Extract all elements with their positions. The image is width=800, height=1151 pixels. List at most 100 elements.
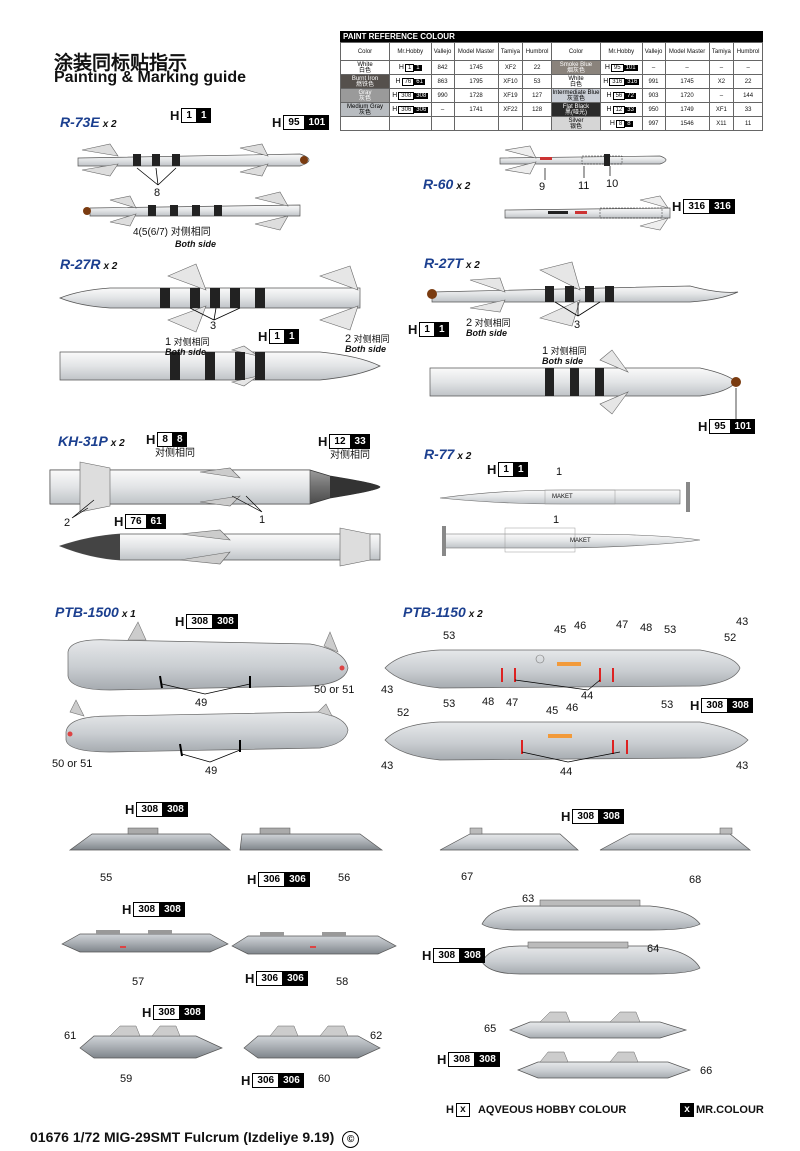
kh31p-label-2: 2 bbox=[64, 517, 71, 529]
r73e-label-8: 8 bbox=[154, 187, 161, 199]
r73e-missile-bottom bbox=[83, 191, 301, 231]
pylon-56 bbox=[239, 827, 384, 851]
paint-table-title: PAINT REFERENCE COLOUR bbox=[340, 31, 763, 42]
ptb1150-label-45-b: 45 bbox=[546, 705, 559, 717]
ptb1150-label-48-b: 48 bbox=[482, 696, 495, 708]
pylon-label-56: 56 bbox=[338, 872, 351, 884]
ptb1150-label-53-b: 53 bbox=[664, 624, 677, 636]
paint-vallejo: 997 bbox=[641, 116, 666, 131]
r77-marking-top: MAKET bbox=[552, 494, 573, 500]
ptb1150-label-43-d: 43 bbox=[736, 760, 749, 772]
kh31p-missile-top bbox=[49, 461, 381, 513]
paint-color-name: Silver bbox=[568, 117, 584, 124]
kh31p-missile-bottom bbox=[58, 527, 381, 567]
paint-color-cn: 白色 bbox=[569, 81, 582, 88]
paint-color-cn: 灰蓝色 bbox=[566, 95, 585, 102]
ptb1150-tank-top bbox=[384, 649, 741, 689]
ptb1150-label-44-b: 44 bbox=[560, 766, 573, 778]
paint-color-name: Intermediate Blue bbox=[552, 89, 600, 96]
pylon-66 bbox=[517, 1051, 692, 1079]
copyright-icon: © bbox=[342, 1131, 360, 1148]
paint-color-name: White bbox=[357, 61, 373, 68]
ptb1500-label-5051-bottom: 50 or 51 bbox=[52, 758, 93, 770]
paint-mm: 1795 bbox=[453, 74, 499, 89]
paint-c-code: 308 bbox=[414, 92, 429, 99]
r27t-label-3: 3 bbox=[574, 319, 581, 331]
pylon-label-63: 63 bbox=[522, 893, 535, 905]
kh31p-note-cn-2: 对侧相同 bbox=[330, 450, 370, 461]
ptb1150-tank-bottom bbox=[384, 721, 749, 761]
pylon-label-55: 55 bbox=[100, 872, 113, 884]
ptb1150-label-53-d: 53 bbox=[661, 699, 674, 711]
paint-color-name: White bbox=[568, 75, 584, 82]
ptb1150-label-43-b: 43 bbox=[381, 684, 394, 696]
paint-c-code: 1 bbox=[414, 64, 422, 71]
paint-tamiya: X11 bbox=[708, 116, 735, 131]
paint-color-name: Flat Black bbox=[562, 103, 590, 110]
pylon-label-64: 64 bbox=[647, 943, 660, 955]
pylon-67 bbox=[439, 827, 579, 851]
r77-label-1-top: 1 bbox=[556, 466, 563, 478]
paint-h-code: 308 bbox=[398, 91, 415, 100]
r77-missile-top bbox=[439, 482, 690, 512]
kh31p-label-1: 1 bbox=[259, 514, 266, 526]
pylon-label-60: 60 bbox=[318, 1073, 331, 1085]
pylon-58 bbox=[231, 932, 397, 955]
paint-color-cn: 银色 bbox=[569, 123, 582, 130]
paint-h-code: 95 bbox=[610, 63, 624, 72]
pylon-65 bbox=[509, 1011, 688, 1039]
paint-cell-empty bbox=[430, 116, 455, 131]
ptb1500-tank-top bbox=[67, 621, 349, 691]
legend-aqueous: H x AQVEOUS HOBBY COLOUR bbox=[446, 1103, 627, 1117]
r27r-label-3: 3 bbox=[210, 320, 217, 332]
paint-color-cn: 灰色 bbox=[358, 109, 371, 116]
paint-c-code: 61 bbox=[414, 78, 425, 85]
ptb1150-label-47-b: 47 bbox=[506, 697, 519, 709]
pylon-57 bbox=[61, 930, 229, 953]
paint-mm: 1546 bbox=[664, 116, 710, 131]
ptb1500-label-5051-top: 50 or 51 bbox=[314, 684, 355, 696]
paint-cell-empty bbox=[340, 116, 390, 131]
page-title: Painting & Marking guide bbox=[54, 69, 247, 86]
paint-color-cn: 灰色 bbox=[358, 95, 371, 102]
ptb1150-label-44-a: 44 bbox=[581, 690, 594, 702]
paint-c-code: 33 bbox=[625, 106, 636, 113]
pylon-68 bbox=[599, 827, 751, 851]
legend-mr: x MR.COLOUR bbox=[680, 1103, 764, 1117]
r77-marking-bottom: MAKET bbox=[570, 538, 591, 544]
r77-label-1-bottom: 1 bbox=[553, 514, 560, 526]
ptb1150-label-45-a: 45 bbox=[554, 624, 567, 636]
paint-col-humbrol: Humbrol bbox=[733, 42, 763, 61]
